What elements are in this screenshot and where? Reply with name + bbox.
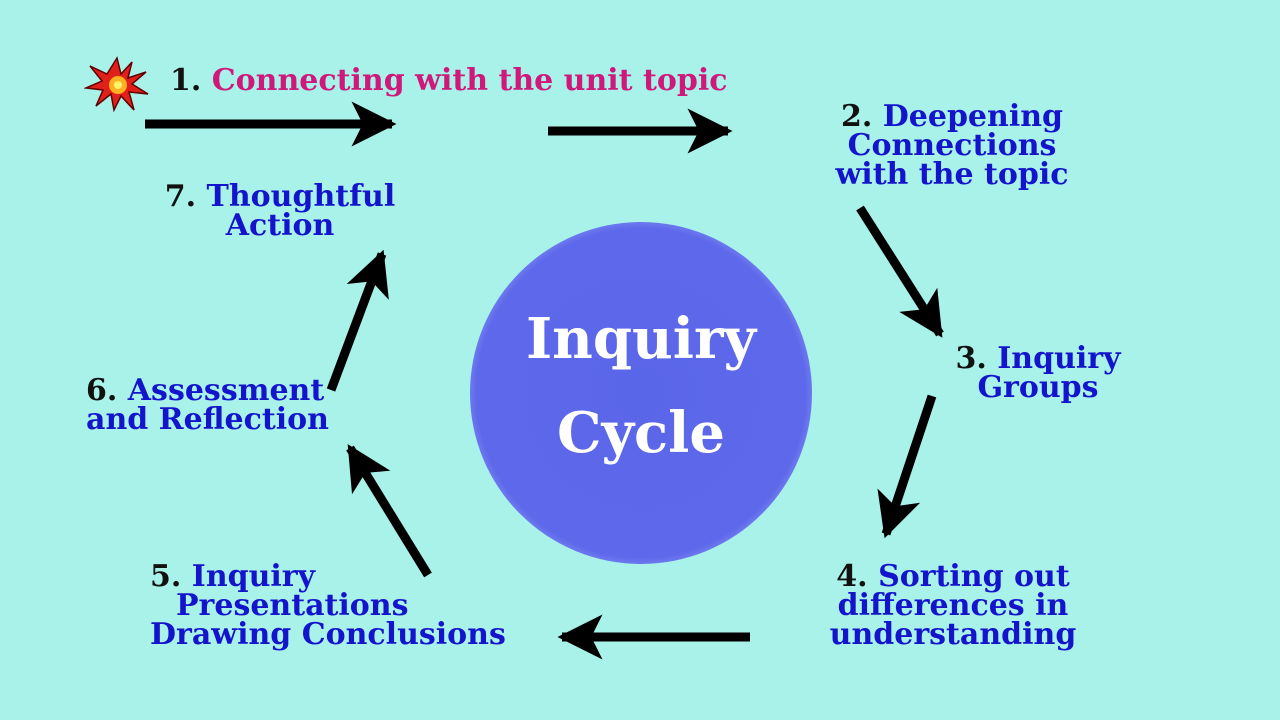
hub-title-line1: Inquiry [525,306,757,372]
step-6-label-line1: Assessment [127,373,325,408]
step-4-number: 4. [836,559,868,594]
step-2-number: 2. [840,99,873,134]
hub-title-line2: Cycle [556,400,726,466]
step-6-label-line2: and Reflection [86,402,329,437]
step-3-label-line1: Inquiry [997,341,1121,376]
arrow-3-to-4 [877,394,937,539]
arrow-2-to-3 [856,205,944,338]
step-2-label-line2: Connections [847,128,1057,163]
step-7-label-line1: Thoughtful [206,179,396,214]
step-3: 3. Inquiry Groups [948,341,1128,405]
step-7-number: 7. [164,179,197,214]
step-1: 1. Connecting with the unit topic [170,63,728,98]
step-7: 7. Thoughtful Action [160,179,400,243]
step-3-label-line2: Groups [977,370,1099,405]
step-5-label-line1: Inquiry [191,559,316,594]
step-1-number: 1. [170,63,202,98]
step-2-label-line3: with the topic [835,157,1069,192]
step-1-label: Connecting with the unit topic [211,63,728,98]
step-2: 2. Deepening Connections with the topic [822,99,1082,192]
arrow-6-to-7 [326,249,389,392]
starburst-icon [84,56,149,112]
step-7-label-line2: Action [225,208,335,243]
step-4: 4. Sorting out differences in understand… [808,559,1098,652]
step-5-label-line3: Drawing Conclusions [150,617,506,652]
step-4-label-line2: differences in [837,588,1069,623]
step-5-number: 5. [150,559,182,594]
step-3-number: 3. [955,341,987,376]
step-5-label-line2: Presentations [176,588,409,623]
inquiry-cycle-hub: Inquiry Cycle [470,222,812,564]
step-5: 5. Inquiry Presentations Drawing Conclus… [150,559,506,652]
step-6-number: 6. [86,373,118,408]
step-6: 6. Assessment and Reflection [86,373,329,437]
step-4-label-line1: Sorting out [878,559,1070,594]
arrow-5-to-6 [346,444,432,578]
step-2-label-line1: Deepening [882,99,1064,134]
step-4-label-line3: understanding [829,617,1077,652]
